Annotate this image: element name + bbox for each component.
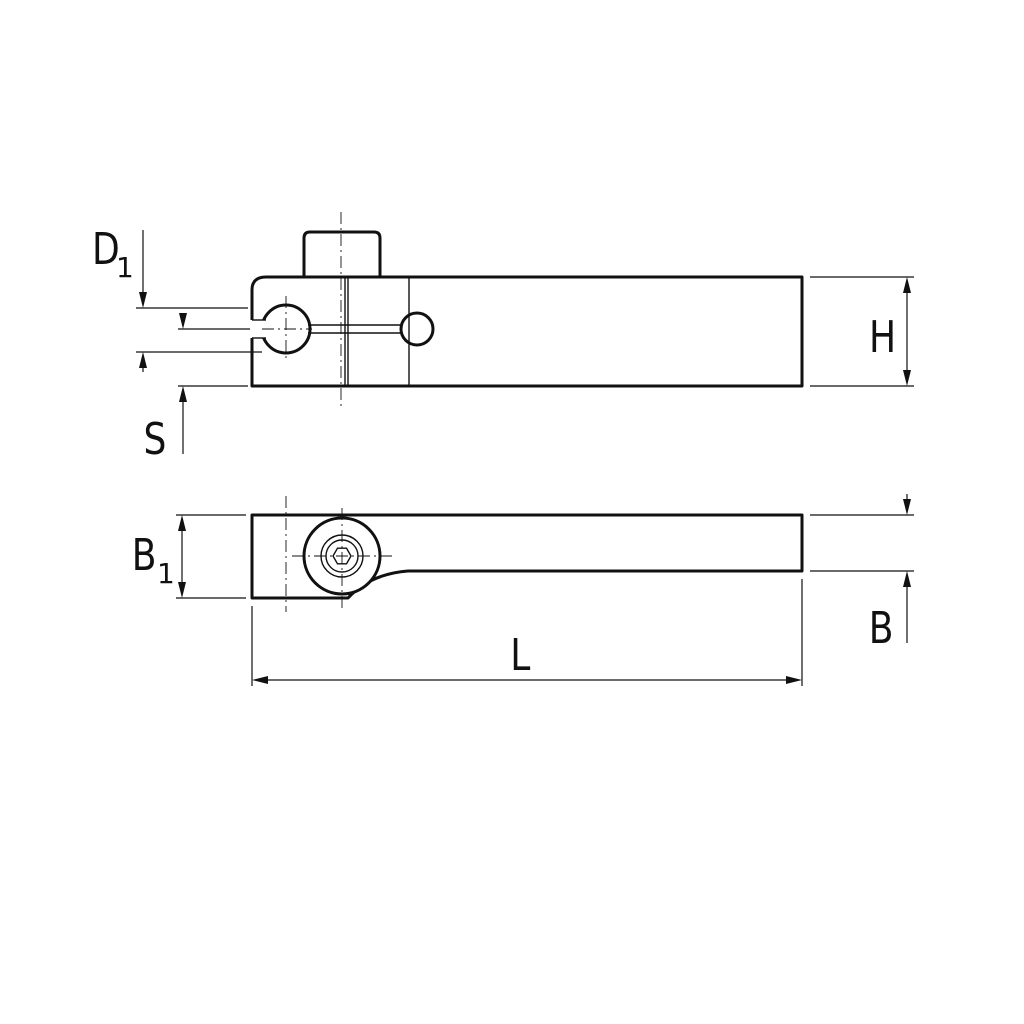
- s-label: S: [144, 415, 167, 465]
- relief-slit: [308, 324, 408, 334]
- side-body: [250, 275, 804, 388]
- d1-subscript: 1: [116, 251, 134, 284]
- side-view: D 1 S H: [92, 212, 914, 465]
- s-arrow-bottom: [179, 386, 187, 402]
- b-label: B: [869, 604, 894, 654]
- h-label: H: [869, 313, 896, 363]
- s-arrow-top: [179, 313, 187, 329]
- b1-arrow-top: [178, 515, 186, 531]
- d1-label: D: [92, 225, 120, 275]
- hex-socket-icon: [332, 547, 352, 565]
- top-body: [250, 513, 804, 600]
- l-arrow-left: [252, 676, 268, 684]
- d1-arrow-bottom: [139, 352, 147, 368]
- b1-subscript: 1: [157, 557, 175, 590]
- b-arrow-bottom: [903, 571, 911, 587]
- b1-arrow-bottom: [178, 582, 186, 598]
- b1-label: B: [132, 531, 157, 581]
- screw-shank: [344, 277, 349, 386]
- screw-head: [302, 230, 382, 276]
- d1-arrow-top: [139, 292, 147, 308]
- l-label: L: [510, 631, 531, 681]
- l-arrow-right: [786, 676, 802, 684]
- b-arrow-top: [903, 499, 911, 515]
- top-view: B 1 B L: [132, 494, 914, 686]
- slot-opening: [248, 320, 274, 338]
- relief-hole: [399, 311, 435, 347]
- h-arrow-top: [903, 277, 911, 293]
- h-arrow-bottom: [903, 370, 911, 386]
